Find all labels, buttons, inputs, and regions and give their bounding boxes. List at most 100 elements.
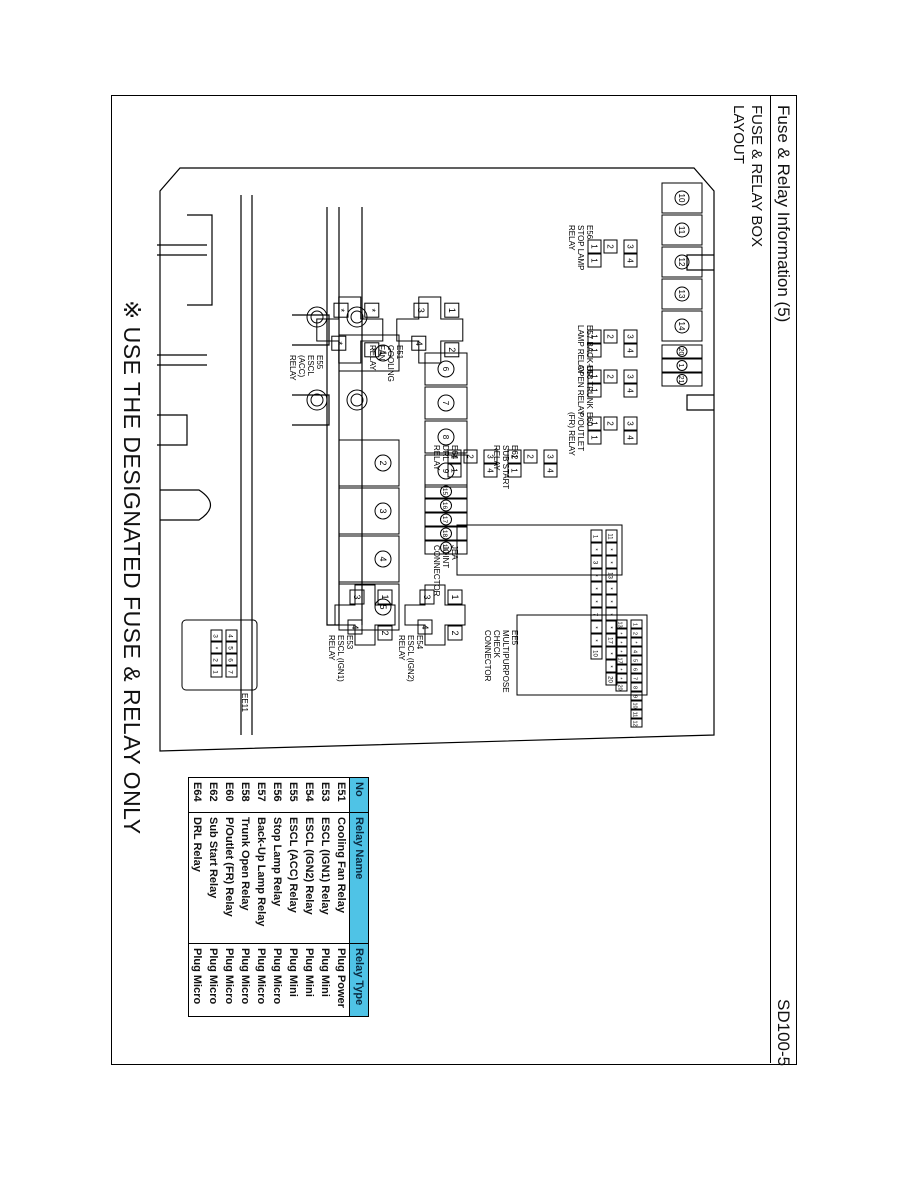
connector-pin-number: 6: [632, 668, 638, 671]
connector-pin-number: 1: [212, 670, 219, 674]
relay-label-e58: E58 TRUNK: [585, 365, 594, 410]
relay-label-e62: RELAY: [492, 445, 501, 471]
relay-pin: [364, 342, 380, 358]
relay-pin-number: 4: [626, 435, 635, 440]
small-fuse-slot: [661, 372, 703, 387]
connector-pin: [615, 646, 628, 656]
connectors: 11**13****17**201*3***7**10JEAJOINTCONNE…: [181, 524, 648, 728]
connector-pin-number: *: [617, 641, 623, 644]
fuse-number: 14: [677, 322, 686, 331]
connector-pin: [630, 619, 643, 629]
connector-pin: [605, 529, 618, 543]
small-fuse-number: 19: [441, 544, 448, 552]
connector-pin-number: *: [592, 626, 598, 629]
column-header-relay-name: Relay Name: [349, 812, 369, 944]
small-fuse-circle: [676, 346, 688, 357]
large-fuse-slot: [338, 535, 400, 583]
connector-body: [456, 524, 623, 576]
relay-label-e64: DRL: [441, 445, 450, 462]
connector-pin-number: 20: [617, 684, 623, 690]
fuse-slot: [661, 310, 703, 342]
jea-label: JEA: [450, 545, 459, 560]
connector-pin: [225, 629, 238, 642]
relay-label-e60: (FR) RELAY: [567, 412, 576, 457]
connector-pin: [630, 637, 643, 647]
fuse-number: 11: [677, 226, 686, 235]
box-outline: [159, 167, 715, 752]
relay-name-cell: ESCL (IGN2) Relay: [301, 812, 317, 944]
relay-label-e55: RELAY: [288, 355, 297, 381]
connector-pin: [630, 718, 643, 728]
connector-pin: [590, 633, 603, 647]
relay-pin-number: 4: [486, 468, 495, 473]
connector-pin-number: 20: [607, 676, 613, 683]
relay-pin-number: 4: [420, 624, 430, 629]
small-fuse-number: 20: [677, 348, 684, 356]
small-fuse-circle: [676, 374, 688, 385]
connector-pin-number: *: [607, 561, 613, 564]
relay-pin: [623, 416, 638, 431]
connector-pin: [225, 665, 238, 678]
relay-pin: [587, 329, 602, 344]
relay-pin-number: 4: [626, 258, 635, 263]
connector-pin: [615, 655, 628, 665]
relay-sockets: 3421134211342113421134211342111234****12…: [316, 239, 638, 646]
relay-pin: [603, 369, 618, 384]
connector-pin-number: 11: [607, 533, 613, 540]
relay-name-cell: Stop Lamp Relay: [269, 812, 285, 944]
relay-pin: [603, 239, 618, 254]
relay-type-cell: Plug Micro: [205, 943, 221, 1017]
connector-pin: [210, 665, 223, 678]
relay-pin-number: 4: [546, 468, 555, 473]
relay-pin: [623, 329, 638, 344]
relay-label-e54: E54: [415, 635, 424, 650]
large-fuse-slot: [338, 487, 400, 535]
connector-pin: [590, 555, 603, 569]
connector-pin: [630, 646, 643, 656]
connector-pin-number: 3: [592, 561, 598, 565]
relay-name-cell: Back-Up Lamp Relay: [253, 812, 269, 944]
small-fuse-number: 21: [677, 376, 684, 384]
relay-pin-number: *: [367, 348, 377, 352]
relay-label-e60: P/OUTLET: [576, 412, 585, 451]
large-fuse-circle: [374, 502, 392, 520]
relay-pin: [347, 619, 363, 635]
column-header-relay-type: Relay Type: [349, 943, 369, 1017]
connector-pin: [605, 672, 618, 686]
connector-pin-number: *: [592, 574, 598, 577]
connector-pin-number: *: [592, 587, 598, 590]
relay-pin: [587, 239, 602, 254]
connector-pin-number: 10: [632, 702, 638, 708]
connector-pin-number: 12: [632, 720, 638, 726]
rotated-sheet: Fuse & Relay Information (5) SD100-5 FUS…: [111, 95, 797, 1066]
fuse-slot: [424, 454, 468, 488]
small-fuse-slot: [424, 526, 468, 541]
fuse-number: 6: [441, 367, 450, 372]
small-fuse-slot: [424, 512, 468, 527]
relay-pin-number: 3: [422, 594, 432, 599]
relay-label-e51: E51: [395, 345, 404, 360]
relay-number-cell: E54: [301, 777, 317, 813]
relay-name-cell: ESCL (IGN1) Relay: [317, 812, 333, 944]
relay-number-cell: E62: [205, 777, 221, 813]
bolt-circle: [346, 389, 368, 411]
relay-label-e53: RELAY: [327, 635, 336, 661]
connector-pin: [630, 700, 643, 710]
relay-pin: [587, 383, 602, 398]
connector-pin-number: *: [617, 650, 623, 653]
relay-label-e57: E57 BACK-UP: [585, 325, 594, 377]
relay-outline: [404, 584, 466, 646]
fuse-number: 10: [677, 194, 686, 203]
relay-e55-blank: ****: [316, 296, 384, 364]
large-fuse-number: 5: [378, 604, 388, 609]
connector-pin-number: 6: [227, 658, 234, 662]
relay-pin-number: 1: [510, 454, 519, 459]
connector-pin: [605, 659, 618, 673]
